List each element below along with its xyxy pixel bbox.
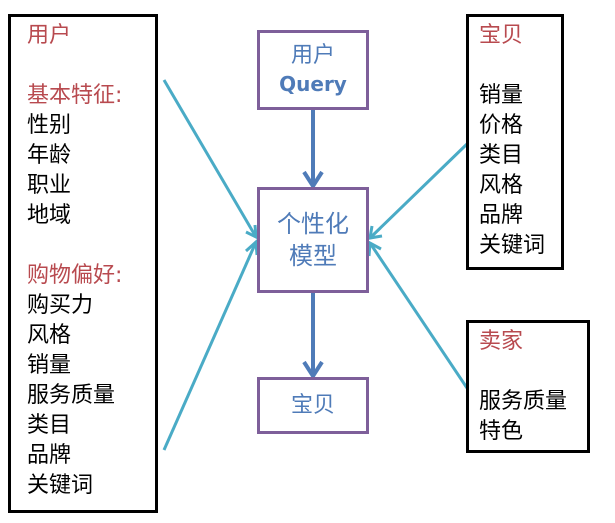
arrowhead-seller-to-model bbox=[367, 240, 382, 257]
item-attr: 销量 bbox=[479, 83, 524, 108]
user-pref-item: 风格 bbox=[27, 323, 72, 348]
user-basic-heading: 基本特征: bbox=[27, 83, 123, 108]
user-pref-item: 服务质量 bbox=[27, 383, 116, 408]
arrowhead-user-pref-to-model bbox=[244, 238, 259, 256]
seller-box-title: 卖家 bbox=[479, 329, 524, 354]
user-basic-item: 地域 bbox=[27, 203, 72, 228]
model-box-line2: 模型 bbox=[289, 242, 337, 270]
item-attr: 类目 bbox=[479, 143, 524, 168]
user-basic-item: 职业 bbox=[27, 173, 72, 198]
arrowhead-user-basic-to-model bbox=[245, 224, 258, 240]
seller-attr: 特色 bbox=[479, 419, 524, 444]
user-box-title: 用户 bbox=[27, 23, 72, 48]
user-pref-item: 购买力 bbox=[27, 293, 94, 318]
query-box-line2: Query bbox=[279, 72, 347, 96]
arrowhead-query-to-model bbox=[302, 170, 324, 190]
user-pref-item: 关键词 bbox=[27, 473, 94, 498]
user-basic-item: 年龄 bbox=[27, 143, 72, 168]
seller-box: 卖家 服务质量 特色 bbox=[466, 320, 590, 453]
query-box-line1: 用户 bbox=[290, 43, 335, 68]
arrow-user-pref-to-model bbox=[162, 241, 258, 451]
item-attr: 品牌 bbox=[479, 203, 524, 228]
seller-attr: 服务质量 bbox=[479, 389, 568, 414]
item-box: 宝贝 销量 价格 类目 风格 品牌 关键词 bbox=[466, 14, 564, 270]
user-pref-item: 类目 bbox=[27, 413, 72, 438]
arrowhead-item-to-model bbox=[368, 225, 383, 240]
arrowhead-model-to-output bbox=[302, 360, 324, 380]
arrow-item-to-model bbox=[368, 142, 469, 240]
user-pref-heading: 购物偏好: bbox=[27, 263, 123, 288]
item-box-title: 宝贝 bbox=[479, 23, 524, 48]
output-box-label: 宝贝 bbox=[290, 392, 335, 418]
model-box: 个性化 模型 bbox=[257, 187, 369, 293]
item-attr: 关键词 bbox=[479, 233, 546, 258]
arrow-seller-to-model bbox=[368, 242, 469, 389]
arrow-user-basic-to-model bbox=[162, 79, 258, 238]
item-attr: 风格 bbox=[479, 173, 524, 198]
model-box-line1: 个性化 bbox=[277, 210, 349, 238]
user-basic-item: 性别 bbox=[27, 113, 72, 138]
item-attr: 价格 bbox=[479, 113, 524, 138]
user-pref-item: 品牌 bbox=[27, 443, 72, 468]
user-pref-item: 销量 bbox=[27, 353, 72, 378]
user-box: 用户 基本特征: 性别 年龄 职业 地域 购物偏好: 购买力 风格 销量 服务质… bbox=[8, 14, 158, 513]
output-box: 宝贝 bbox=[257, 377, 369, 434]
query-box: 用户 Query bbox=[257, 30, 369, 110]
